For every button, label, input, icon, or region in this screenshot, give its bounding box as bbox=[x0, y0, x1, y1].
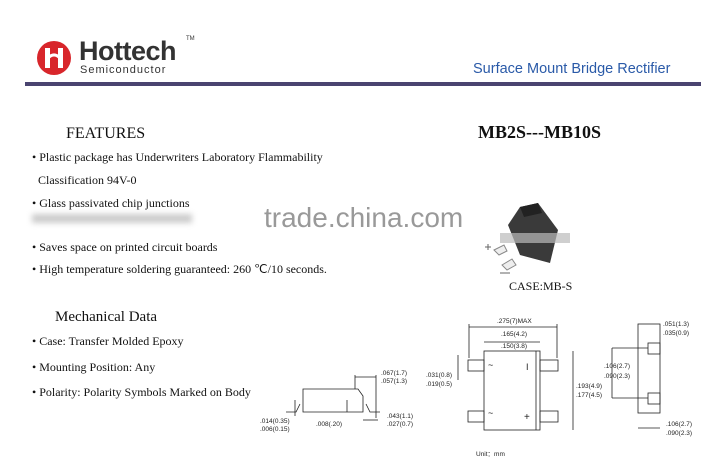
dimension-label: .027(0.7) bbox=[387, 421, 413, 428]
dimension-label: .106(2.7) bbox=[666, 421, 692, 428]
ac-symbol: ~ bbox=[488, 408, 493, 418]
mechanical-heading: Mechanical Data bbox=[55, 309, 158, 325]
brand-subtitle: Semiconductor bbox=[80, 64, 167, 76]
watermark: trade.china.com bbox=[264, 202, 464, 233]
ac-symbol: ~ bbox=[488, 360, 493, 370]
package-photo bbox=[485, 203, 570, 274]
feature-item: • Glass passivated chip junctions bbox=[32, 196, 190, 210]
minus-symbol: I bbox=[526, 362, 529, 372]
mechanical-item: • Case: Transfer Molded Epoxy bbox=[32, 334, 184, 348]
mechanical-item: • Polarity: Polarity Symbols Marked on B… bbox=[32, 385, 251, 399]
feature-item: Classification 94V-0 bbox=[38, 173, 137, 187]
dimension-label: .014(0.35) bbox=[260, 418, 290, 425]
dimension-label: .193(4.9) bbox=[576, 383, 602, 390]
dimension-label: .165(4.2) bbox=[501, 331, 527, 338]
trademark: TM bbox=[186, 36, 195, 42]
header-divider bbox=[25, 82, 701, 86]
dimension-label: .090(2.3) bbox=[666, 430, 692, 437]
brand-name: Hottech bbox=[79, 36, 177, 66]
feature-item: • Saves space on printed circuit boards bbox=[32, 240, 218, 254]
features-heading: FEATURES bbox=[66, 125, 146, 142]
top-view-drawing: .275(7)MAX .165(4.2) .150(3.8) .031(0.8)… bbox=[426, 318, 692, 458]
feature-item: • High temperature soldering guaranteed:… bbox=[32, 262, 327, 276]
dimension-label: .035(0.9) bbox=[663, 330, 689, 337]
part-number-title: MB2S---MB10S bbox=[478, 122, 601, 142]
dimension-label: .150(3.8) bbox=[501, 343, 527, 350]
document-title: Surface Mount Bridge Rectifier bbox=[473, 61, 671, 77]
side-view-drawing: .067(1.7) .057(1.3) .014(0.35) .006(0.15… bbox=[260, 370, 413, 433]
mechanical-item: • Mounting Position: Any bbox=[32, 360, 156, 374]
dimension-label: .057(1.3) bbox=[381, 378, 407, 385]
dimension-label: .019(0.5) bbox=[426, 381, 452, 388]
dimension-label: .006(0.15) bbox=[260, 426, 290, 433]
blur-overlay bbox=[32, 214, 192, 223]
case-label: CASE:MB-S bbox=[509, 279, 573, 293]
dimension-label: .043(1.1) bbox=[387, 413, 413, 420]
dimension-label: .031(0.8) bbox=[426, 372, 452, 379]
dimension-label: .008(.20) bbox=[316, 421, 342, 428]
dimension-label: .275(7)MAX bbox=[497, 318, 532, 325]
dimension-label: .106(2.7) bbox=[604, 363, 630, 370]
dimension-label: .177(4.5) bbox=[576, 392, 602, 399]
unit-label: Unit：mm bbox=[476, 451, 505, 458]
dimension-label: .067(1.7) bbox=[381, 370, 407, 377]
feature-item: • Plastic package has Underwriters Labor… bbox=[32, 150, 323, 164]
plus-symbol: + bbox=[524, 412, 530, 423]
dimension-label: .090(2.3) bbox=[604, 373, 630, 380]
hottech-logo-icon bbox=[37, 41, 71, 75]
dimension-label: .051(1.3) bbox=[663, 321, 689, 328]
